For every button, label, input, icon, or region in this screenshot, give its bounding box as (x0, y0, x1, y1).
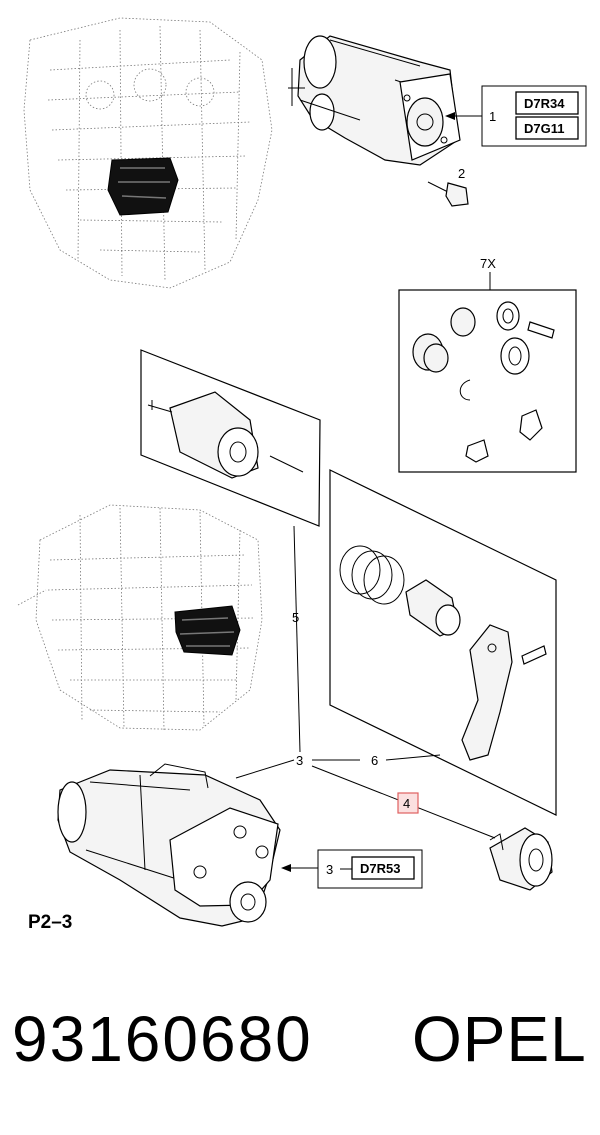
callout-3-code: D7R53 (360, 861, 400, 876)
starter-motor-part-1 (288, 35, 461, 166)
brand-name: OPEL (412, 1003, 587, 1075)
bolt-part-2: 2 (427, 166, 469, 207)
callout-1-code-b: D7G11 (524, 121, 564, 136)
leader-lines: 5 3 6 (235, 525, 496, 839)
callout-7-number: 7X (480, 256, 496, 271)
part-number: 93160680 (12, 1003, 313, 1075)
callout-1: 1 D7R34 D7G11 (445, 85, 587, 147)
starter-motor-part-3 (57, 763, 281, 927)
bearing-kit-part-7x: 7X (398, 256, 577, 473)
drive-pinion-part-4 (489, 827, 553, 891)
callout-5-number: 5 (292, 610, 299, 625)
engine-block-top-illustration (23, 17, 273, 289)
drive-kit-part-6 (329, 469, 557, 816)
engine-block-bottom-illustration (17, 504, 263, 731)
callout-3-side: 3 D7R53 (281, 849, 423, 889)
callout-1-number: 1 (489, 109, 496, 124)
callout-2-number: 2 (458, 166, 465, 181)
callout-3-number-side: 3 (326, 862, 333, 877)
diagram-reference: P2–3 (28, 912, 73, 933)
callout-4-highlight: 4 (397, 792, 419, 814)
callout-4-number: 4 (403, 796, 410, 811)
callout-1-code-a: D7R34 (524, 96, 565, 111)
callout-3-number-top: 3 (296, 753, 303, 768)
solenoid-kit-part-5 (140, 349, 321, 527)
callout-6-number: 6 (371, 753, 378, 768)
